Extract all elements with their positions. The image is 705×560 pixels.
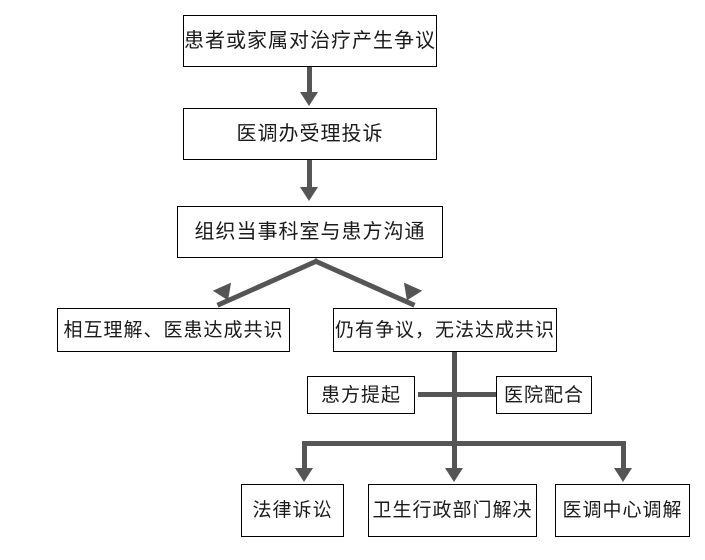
node-mediation-center[interactable]: 医调中心调解 xyxy=(555,484,690,537)
node-consensus-reached[interactable]: 相互理解、医患达成共识 xyxy=(57,308,290,352)
edge-bus-n8-line xyxy=(302,441,307,470)
node-organize-communication-label: 组织当事科室与患方沟通 xyxy=(194,221,426,243)
node-no-consensus-label: 仍有争议，无法达成共识 xyxy=(334,319,555,341)
node-organize-communication[interactable]: 组织当事科室与患方沟通 xyxy=(177,206,443,258)
node-hospital-cooperates[interactable]: 医院配合 xyxy=(496,376,592,414)
edge-bus-n9-arrowhead xyxy=(445,468,463,482)
node-patient-initiates[interactable]: 患方提起 xyxy=(307,376,415,414)
edge-n6-trunk-line xyxy=(418,392,455,397)
node-legal-litigation[interactable]: 法律诉讼 xyxy=(241,484,344,537)
distribution-bus-bar xyxy=(302,441,626,446)
edge-bus-n9-line xyxy=(452,441,457,470)
edge-bus-n10-arrowhead xyxy=(614,468,632,482)
edge-n7-trunk-line xyxy=(452,392,496,397)
edge-n3-n5-line xyxy=(312,258,416,308)
edge-n3-n4-line xyxy=(216,258,320,308)
node-hospital-cooperates-label: 医院配合 xyxy=(503,384,584,406)
edge-n5-bus-line xyxy=(452,352,457,445)
node-mediation-center-label: 医调中心调解 xyxy=(562,500,683,521)
node-dispute-arises[interactable]: 患者或家属对治疗产生争议 xyxy=(183,15,437,67)
node-complaint-accepted[interactable]: 医调办受理投诉 xyxy=(183,108,437,160)
node-patient-initiates-label: 患方提起 xyxy=(320,384,401,406)
node-legal-litigation-label: 法律诉讼 xyxy=(252,500,333,521)
node-health-admin-resolution[interactable]: 卫生行政部门解决 xyxy=(368,484,537,537)
node-dispute-arises-label: 患者或家属对治疗产生争议 xyxy=(184,30,436,52)
edge-n2-n3-line xyxy=(307,160,312,190)
node-consensus-reached-label: 相互理解、医患达成共识 xyxy=(63,319,284,341)
edge-n2-n3-arrowhead xyxy=(300,187,318,201)
node-no-consensus[interactable]: 仍有争议，无法达成共识 xyxy=(333,308,557,352)
edge-bus-n8-arrowhead xyxy=(295,468,313,482)
edge-n1-n2-arrowhead xyxy=(300,92,318,106)
node-health-admin-resolution-label: 卫生行政部门解决 xyxy=(372,500,533,521)
edge-n1-n2-line xyxy=(307,66,312,94)
node-complaint-accepted-label: 医调办受理投诉 xyxy=(236,123,384,145)
edge-n3-n4-arrowhead xyxy=(212,282,238,305)
edge-bus-n10-line xyxy=(621,441,626,470)
